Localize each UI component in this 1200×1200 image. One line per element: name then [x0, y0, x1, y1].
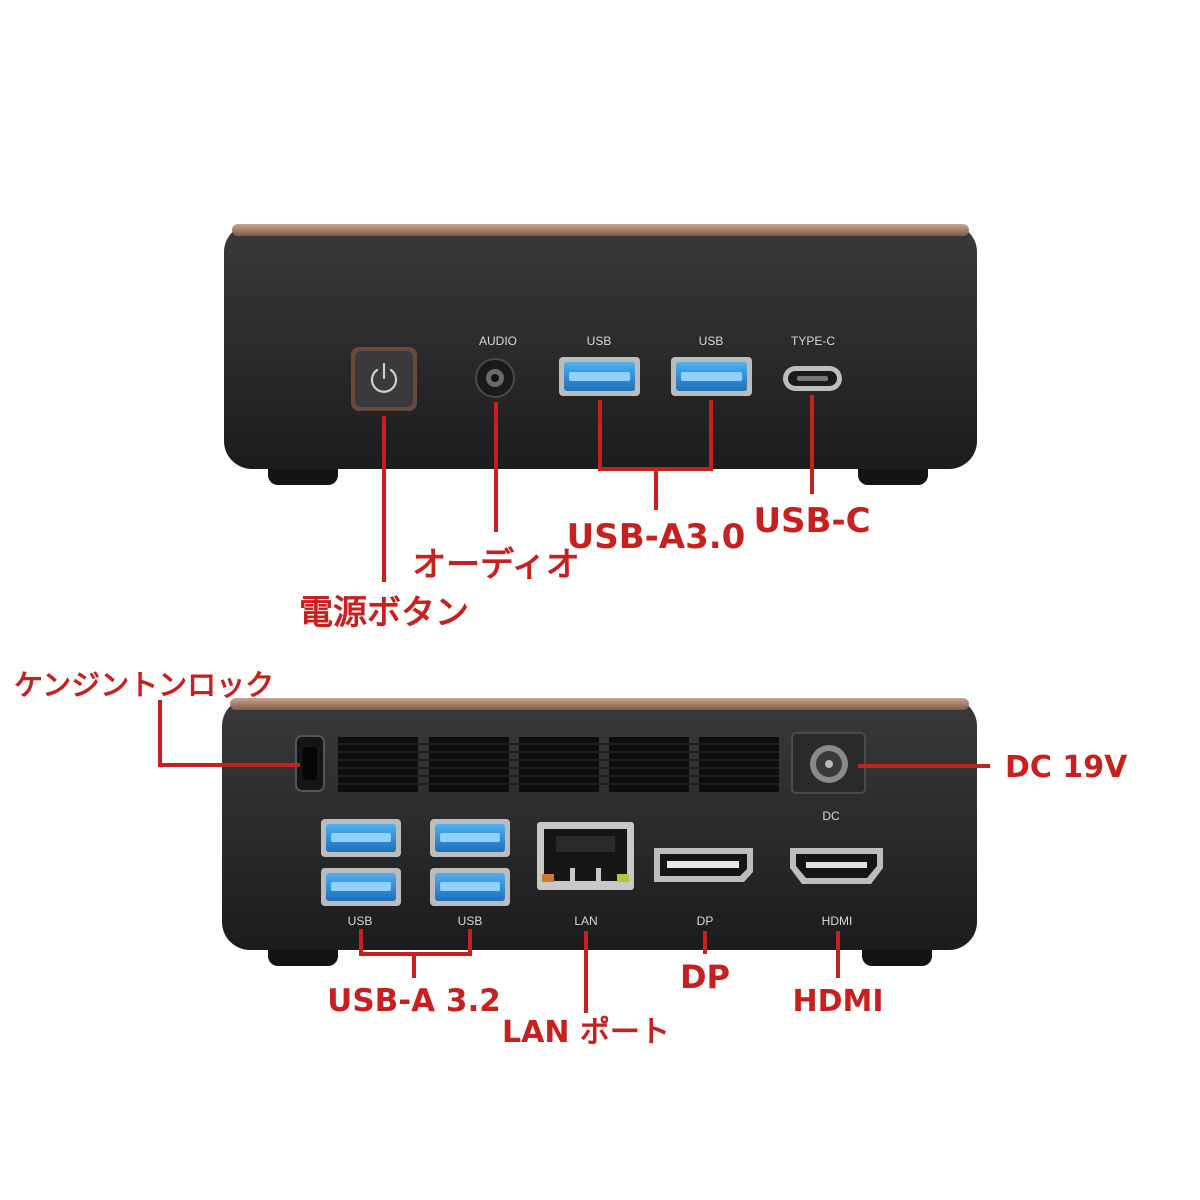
- dc-port-label: DC: [822, 809, 840, 823]
- rear-panel: DC USB USB: [222, 698, 977, 966]
- hdmi-port-label: HDMI: [822, 914, 853, 928]
- audio-jack[interactable]: [475, 358, 515, 398]
- dc-19v-callout: DC 19V: [1005, 750, 1128, 785]
- dp-callout: DP: [680, 958, 730, 996]
- usb-a30-callout: USB-A3.0: [567, 517, 746, 557]
- vent-1: [338, 737, 418, 792]
- vent-5: [699, 737, 779, 792]
- rear-usb-label-right: USB: [458, 914, 483, 928]
- type-c-port-label: TYPE-C: [791, 334, 835, 348]
- front-usb-port-left[interactable]: [559, 357, 640, 396]
- lan-port[interactable]: [537, 822, 634, 890]
- power-button-callout: 電源ボタン: [299, 593, 469, 633]
- rear-usb-port-3[interactable]: [321, 868, 401, 906]
- kensington-callout: ケンジントンロック: [14, 668, 274, 702]
- rear-usb-port-1[interactable]: [321, 819, 401, 857]
- rear-usb-port-2[interactable]: [430, 819, 510, 857]
- displayport-port[interactable]: [654, 848, 753, 882]
- vent-grilles: [338, 737, 779, 792]
- lan-port-callout: LAN ポート: [502, 1015, 670, 1050]
- vent-2: [429, 737, 509, 792]
- kensington-slot[interactable]: [295, 735, 325, 792]
- front-panel: AUDIO USB USB TYPE-C: [224, 224, 977, 485]
- kensington-callout-line: [158, 700, 300, 767]
- lan-led-left: [542, 874, 554, 882]
- lan-port-label: LAN: [574, 914, 597, 928]
- front-top-trim: [232, 224, 969, 236]
- usb-port-label-right: USB: [699, 334, 724, 348]
- usb-a32-callout: USB-A 3.2: [327, 983, 501, 1019]
- usb-port-label-left: USB: [587, 334, 612, 348]
- front-usb-port-right[interactable]: [671, 357, 752, 396]
- power-icon: [370, 362, 398, 393]
- lan-led-right: [617, 874, 629, 882]
- usb-c-callout: USB-C: [753, 501, 870, 541]
- type-c-port[interactable]: [783, 366, 842, 391]
- audio-callout: オーディオ: [412, 545, 580, 585]
- dc-jack[interactable]: [810, 745, 848, 783]
- audio-port-label: AUDIO: [479, 334, 517, 348]
- hdmi-port[interactable]: [790, 848, 883, 884]
- front-callout-lines: [382, 395, 814, 582]
- hdmi-callout: HDMI: [792, 984, 883, 1019]
- rear-top-trim: [230, 698, 969, 710]
- rear-usb-label-left: USB: [348, 914, 373, 928]
- dp-port-label: DP: [697, 914, 714, 928]
- rear-usb-port-4[interactable]: [430, 868, 510, 906]
- vent-3: [519, 737, 599, 792]
- vent-4: [609, 737, 689, 792]
- power-button[interactable]: [351, 347, 417, 411]
- rear-callout-lines: [158, 700, 990, 1013]
